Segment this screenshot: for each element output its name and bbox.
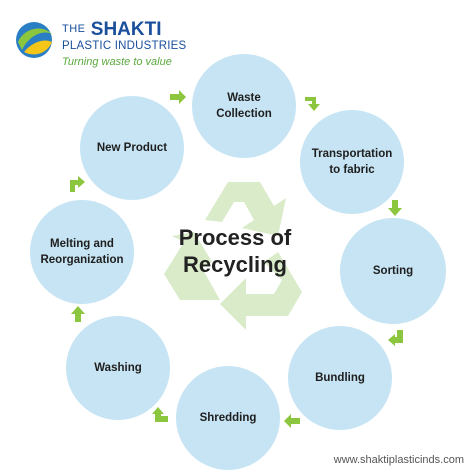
arrow-elbow-down-icon [305,97,320,111]
logo-tagline: Turning waste to value [62,56,172,68]
company-logo: THE SHAKTI PLASTIC INDUSTRIES Turning wa… [14,18,186,78]
stage-melting: Melting and Reorganization [30,200,134,304]
title-line-2: Recycling [183,252,287,277]
stage-label: Sorting [372,265,414,277]
recycle-symbol-icon [164,182,302,330]
title-line-1: Process of [178,225,292,250]
logo-name: THE SHAKTI [62,19,162,40]
arrow-right-icon [170,90,186,104]
stage-label: Melting and Reorganization [40,238,124,266]
stage-label: New Product [96,142,168,154]
stage-washing: Washing [66,316,170,420]
website-url: www.shaktiplasticinds.com [333,454,464,466]
stage-new-product: New Product [80,96,184,200]
stage-sorting: Sorting [340,218,446,324]
logo-prefix: THE [62,23,86,35]
stage-waste-collection: Waste Collection [192,54,296,158]
logo-brand: SHAKTI [90,19,162,40]
logo-subtitle: PLASTIC INDUSTRIES [62,40,187,52]
arrow-left-icon [284,414,300,428]
arrow-elbow-left-icon [388,330,403,346]
diagram-title: Process of Recycling [150,224,320,278]
arrow-up-icon [71,306,85,322]
stage-label: Bundling [315,372,365,384]
arrow-down-icon [388,200,402,216]
stage-label: Washing [94,362,142,374]
stage-label: Transportation to fabric [311,148,393,176]
stage-label: Waste Collection [216,92,272,120]
stage-bundling: Bundling [288,326,392,430]
stage-label: Shredding [199,412,257,424]
arrow-elbow-up-icon [152,407,168,422]
arrow-elbow-up-right-icon [70,176,85,192]
logo-globe-icon [16,22,52,58]
stage-transportation: Transportation to fabric [300,110,404,214]
stage-shredding: Shredding [176,366,280,470]
